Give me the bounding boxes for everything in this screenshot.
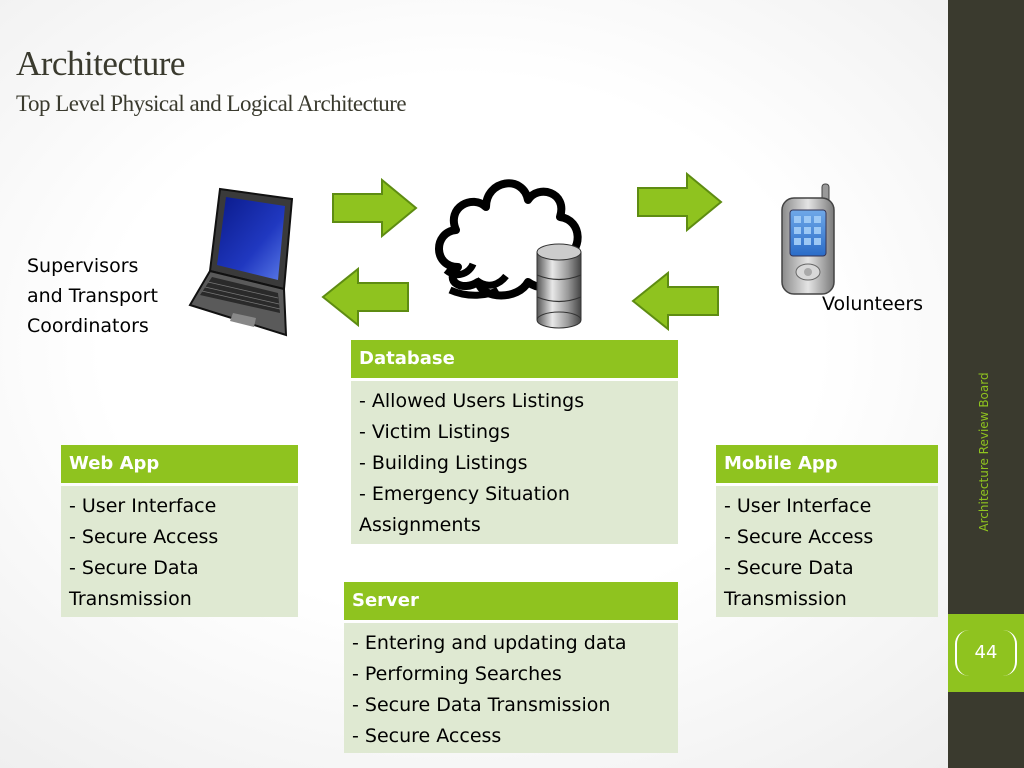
database-box: Database - Allowed Users Listings - Vict…: [351, 340, 678, 544]
list-item: Assignments: [359, 514, 481, 536]
list-item: - Victim Listings: [359, 421, 510, 443]
list-item: - Performing Searches: [352, 663, 562, 685]
list-item: - Secure Data: [724, 557, 854, 579]
supervisors-label-line: Supervisors: [27, 255, 139, 277]
mobile-phone-icon: [781, 183, 835, 295]
arrow-right-icon: [332, 177, 418, 239]
mobileapp-box: Mobile App - User Interface - Secure Acc…: [716, 445, 938, 617]
arrow-right-icon: [637, 171, 723, 233]
page-number: 44: [955, 630, 1017, 676]
server-box-body: - Entering and updating data - Performin…: [344, 623, 678, 753]
list-item: - Emergency Situation: [359, 483, 570, 505]
webapp-box-body: - User Interface - Secure Access - Secur…: [61, 486, 298, 617]
database-box-header: Database: [351, 340, 678, 378]
list-item: - Entering and updating data: [352, 632, 627, 654]
list-item: - Secure Access: [69, 526, 219, 548]
sidebar-label: Architecture Review Board: [977, 372, 991, 532]
page-number-box: [948, 614, 1024, 692]
volunteers-label: Volunteers: [822, 293, 924, 315]
arrow-left-icon: [321, 266, 409, 328]
list-item: - Secure Data Transmission: [352, 694, 611, 716]
list-item: - User Interface: [69, 495, 217, 517]
database-box-body: - Allowed Users Listings - Victim Listin…: [351, 381, 678, 544]
list-item: - Secure Access: [352, 725, 502, 747]
list-item: - Secure Data: [69, 557, 199, 579]
laptop-icon: [188, 187, 294, 337]
slide-title: Architecture: [16, 44, 185, 83]
mobileapp-box-header: Mobile App: [716, 445, 938, 483]
list-item: - Secure Access: [724, 526, 874, 548]
server-box: Server - Entering and updating data - Pe…: [344, 582, 678, 753]
list-item: - User Interface: [724, 495, 872, 517]
supervisors-label-line: Coordinators: [27, 315, 149, 337]
list-item: - Allowed Users Listings: [359, 390, 585, 412]
list-item: - Building Listings: [359, 452, 528, 474]
database-icon: [536, 243, 582, 329]
webapp-box: Web App - User Interface - Secure Access…: [61, 445, 298, 617]
supervisors-label: Supervisors and Transport Coordinators: [27, 251, 158, 341]
mobileapp-box-body: - User Interface - Secure Access - Secur…: [716, 486, 938, 617]
slide-subtitle: Top Level Physical and Logical Architect…: [16, 91, 407, 116]
server-box-header: Server: [344, 582, 678, 620]
arrow-left-icon: [631, 270, 719, 332]
list-item: Transmission: [724, 588, 847, 610]
webapp-box-header: Web App: [61, 445, 298, 483]
list-item: Transmission: [69, 588, 192, 610]
supervisors-label-line: and Transport: [27, 285, 158, 307]
